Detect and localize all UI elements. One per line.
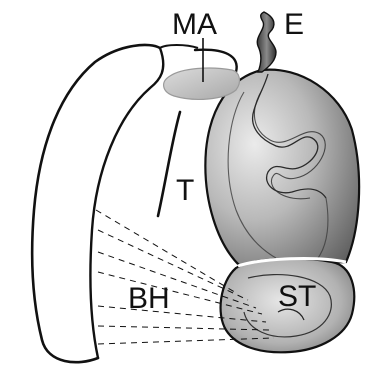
label-ma: MA (172, 8, 217, 41)
label-t: T (176, 174, 194, 207)
label-bh: BH (128, 282, 170, 315)
cymbium-tip (160, 45, 198, 48)
label-e: E (284, 8, 304, 41)
label-st: ST (278, 280, 316, 313)
median-apophysis (164, 68, 240, 99)
embolus (257, 12, 276, 72)
